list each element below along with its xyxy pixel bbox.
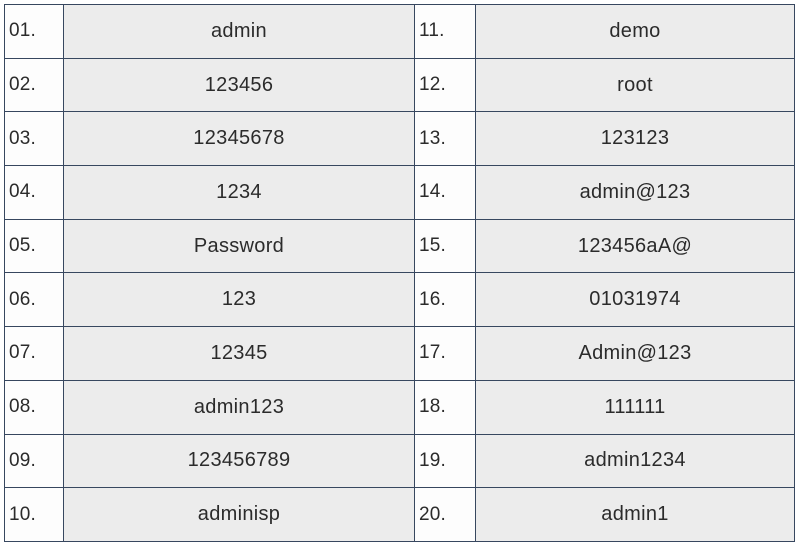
row-index-right: 16. [414, 272, 476, 328]
row-value-left: adminisp [63, 487, 415, 542]
row-value-left: admin [63, 4, 415, 59]
row-value-right: 01031974 [475, 272, 795, 328]
row-value-right: Admin@123 [475, 326, 795, 381]
row-index-right: 20. [414, 487, 476, 542]
row-index-left: 01. [4, 4, 64, 59]
row-value-left: 123 [63, 272, 415, 328]
row-index-right: 12. [414, 57, 476, 113]
row-value-left: 12345 [63, 326, 415, 381]
row-index-right: 19. [414, 433, 476, 489]
row-index-right: 11. [414, 4, 476, 59]
row-index-left: 06. [4, 272, 64, 328]
row-index-left: 09. [4, 433, 64, 489]
table-row: 04. 1234 14. admin@123 [4, 165, 795, 220]
row-index-right: 15. [414, 218, 476, 274]
row-value-right: admin@123 [475, 165, 795, 220]
table-row: 08. admin123 18. 111111 [4, 379, 795, 435]
row-index-left: 10. [4, 487, 64, 542]
row-index-left: 03. [4, 111, 64, 167]
table-row: 01. admin 11. demo [4, 4, 795, 59]
table-row: 10. adminisp 20. admin1 [4, 487, 795, 542]
row-index-right: 14. [414, 165, 476, 220]
row-value-right: admin1 [475, 487, 795, 542]
row-index-left: 04. [4, 165, 64, 220]
row-value-left: 123456 [63, 57, 415, 113]
row-value-right: 123456aA@ [475, 218, 795, 274]
row-value-left: 123456789 [63, 433, 415, 489]
row-index-right: 13. [414, 111, 476, 167]
row-value-right: demo [475, 4, 795, 59]
row-value-right: root [475, 57, 795, 113]
table-row: 09. 123456789 19. admin1234 [4, 433, 795, 489]
credentials-table: 01. admin 11. demo 02. 123456 12. root 0… [4, 4, 795, 542]
row-index-left: 05. [4, 218, 64, 274]
table-row: 06. 123 16. 01031974 [4, 272, 795, 328]
table-body: 01. admin 11. demo 02. 123456 12. root 0… [4, 4, 795, 542]
row-value-left: Password [63, 218, 415, 274]
row-value-right: admin1234 [475, 433, 795, 489]
row-index-left: 08. [4, 379, 64, 435]
table-row: 07. 12345 17. Admin@123 [4, 326, 795, 381]
row-value-right: 111111 [475, 379, 795, 435]
row-value-left: 12345678 [63, 111, 415, 167]
table-row: 03. 12345678 13. 123123 [4, 111, 795, 167]
row-index-left: 02. [4, 57, 64, 113]
row-index-left: 07. [4, 326, 64, 381]
row-value-right: 123123 [475, 111, 795, 167]
row-index-right: 18. [414, 379, 476, 435]
row-value-left: admin123 [63, 379, 415, 435]
table-row: 05. Password 15. 123456aA@ [4, 218, 795, 274]
row-value-left: 1234 [63, 165, 415, 220]
table-row: 02. 123456 12. root [4, 57, 795, 113]
row-index-right: 17. [414, 326, 476, 381]
